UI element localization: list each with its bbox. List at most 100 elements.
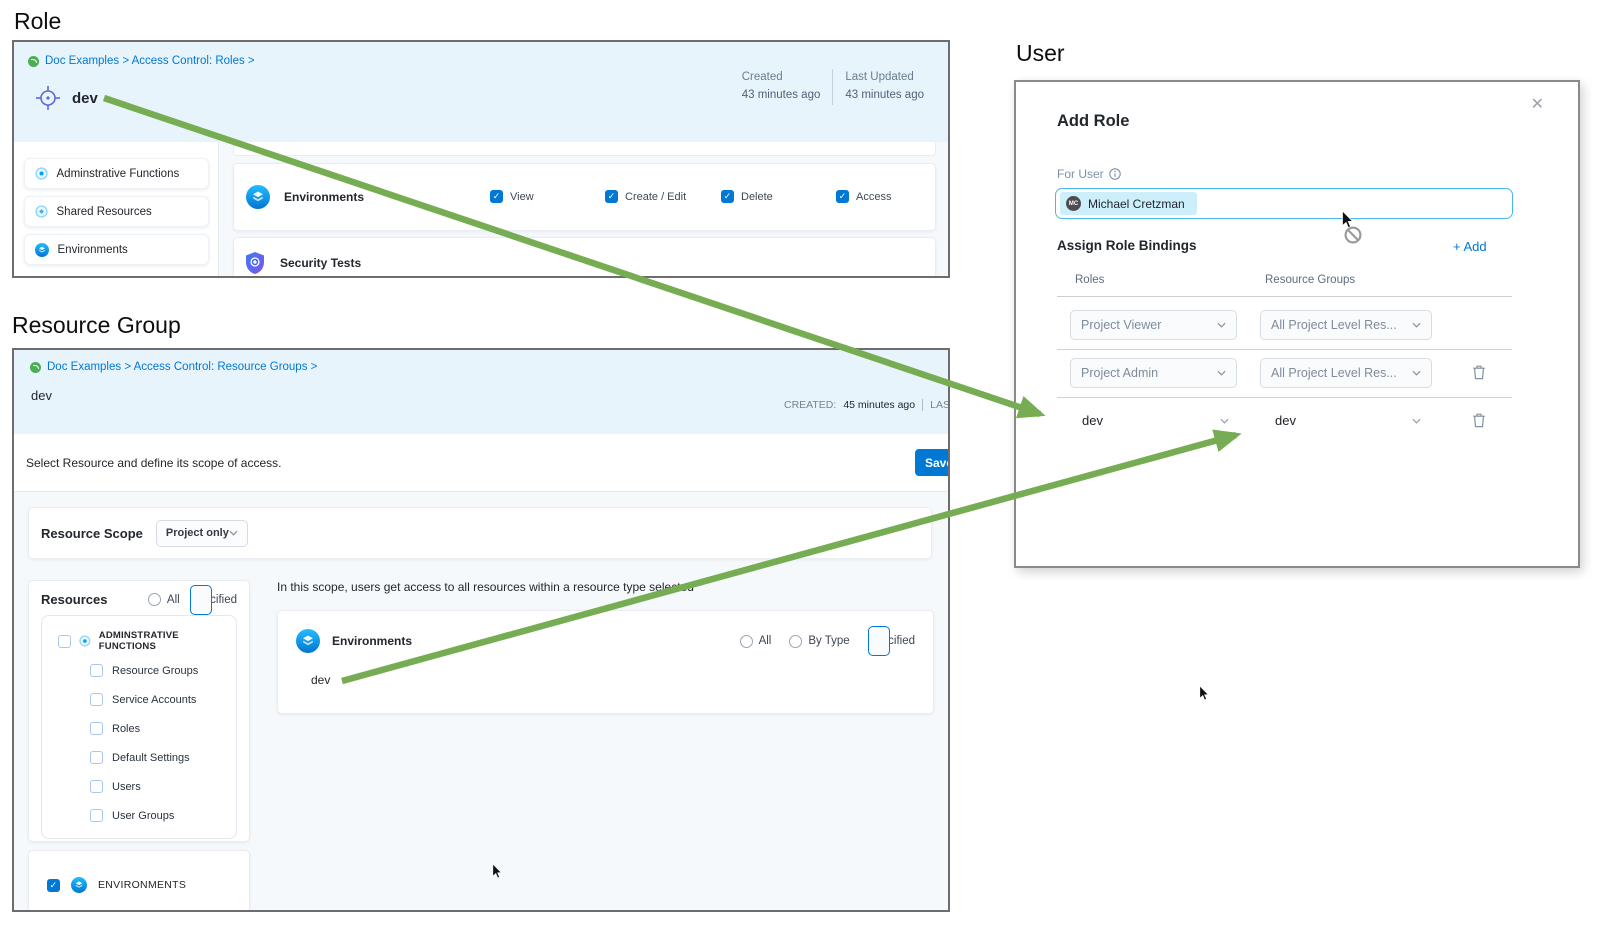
sidebar-item-administrative-functions[interactable]: Adminstrative Functions: [23, 158, 209, 189]
resources-all-radio[interactable]: All: [147, 593, 180, 606]
created-value: 45 minutes ago: [843, 399, 916, 411]
role-panel-body: Adminstrative Functions Shared Resources: [14, 142, 948, 276]
resource-scope-select[interactable]: Project only: [155, 519, 248, 547]
close-icon[interactable]: ✕: [1530, 96, 1544, 113]
tree-item-service-accounts[interactable]: Service Accounts: [42, 685, 236, 714]
permission-access: Access: [836, 190, 891, 203]
breadcrumb[interactable]: Doc Examples > Access Control: Roles >: [28, 55, 255, 67]
resource-group-meta: CREATED: 45 minutes ago LAST UPD: [784, 399, 948, 411]
environments-group-card[interactable]: ENVIRONMENTS: [28, 850, 250, 910]
create-edit-checkbox[interactable]: [605, 190, 618, 203]
tree-item-label: User Groups: [112, 809, 175, 822]
roles-column-header: Roles: [1075, 274, 1105, 286]
users-checkbox[interactable]: [90, 780, 103, 793]
environments-checkbox[interactable]: [47, 878, 60, 892]
chevron-down-icon: [1412, 370, 1421, 376]
for-user-label-row: For User: [1057, 167, 1121, 181]
radio-icon[interactable]: [867, 626, 890, 656]
tree-item-label: Users: [112, 780, 141, 793]
role-select-row3[interactable]: dev: [1082, 413, 1103, 428]
env-scope-all-radio[interactable]: All: [739, 634, 772, 648]
sidebar-item-environments[interactable]: Environments: [23, 234, 209, 265]
tree-item-roles[interactable]: Roles: [42, 714, 236, 743]
resources-specified-radio[interactable]: Specified: [189, 584, 237, 615]
tree-item-default-settings[interactable]: Default Settings: [42, 743, 236, 772]
security-tests-card: Security Tests: [233, 237, 936, 276]
user-chip[interactable]: MC Michael Cretzman: [1060, 192, 1197, 215]
shield-icon: [246, 252, 264, 274]
permission-label: Delete: [741, 190, 773, 203]
environments-icon: [246, 185, 270, 209]
tree-group-label: ADMINSTRATIVE FUNCTIONS: [98, 630, 179, 652]
breadcrumb-text[interactable]: Doc Examples > Access Control: Resource …: [47, 361, 318, 373]
tree-item-label: Default Settings: [112, 751, 190, 764]
user-groups-checkbox[interactable]: [90, 809, 103, 822]
resource-group-select-row2[interactable]: All Project Level Res...: [1260, 358, 1432, 388]
env-scope-specified-radio[interactable]: Specified: [867, 626, 915, 656]
chevron-down-icon[interactable]: [1412, 418, 1421, 424]
resource-group-header: Doc Examples > Access Control: Resource …: [14, 350, 948, 434]
permission-create-edit: Create / Edit: [605, 190, 686, 203]
roles-checkbox[interactable]: [90, 722, 103, 735]
permission-label: Create / Edit: [625, 190, 687, 203]
tree-item-resource-groups[interactable]: Resource Groups: [42, 656, 236, 685]
created-label: Created: [741, 71, 783, 83]
project-icon: [28, 55, 39, 67]
environments-icon: [34, 242, 49, 257]
scope-hint-text: In this scope, users get access to all r…: [277, 580, 694, 594]
role-title: dev: [72, 90, 98, 107]
permission-label: Access: [856, 190, 892, 203]
resource-group-content: Resource Scope Project only Resources Al…: [14, 492, 948, 910]
radio-icon[interactable]: [789, 634, 803, 648]
tree-group-administrative-functions[interactable]: ADMINSTRATIVE FUNCTIONS: [42, 626, 236, 656]
resource-group-panel: Doc Examples > Access Control: Resource …: [12, 348, 950, 912]
resources-card: Resources All Specified: [28, 580, 250, 842]
role-meta: Created 43 minutes ago Last Updated 43 m…: [730, 69, 936, 105]
resource-group-select-row3[interactable]: dev: [1275, 413, 1296, 428]
for-user-input[interactable]: MC Michael Cretzman: [1055, 188, 1513, 219]
project-icon: [30, 361, 41, 373]
role-select-row1[interactable]: Project Viewer: [1070, 310, 1237, 340]
target-icon: [36, 86, 60, 110]
tree-item-users[interactable]: Users: [42, 772, 236, 801]
default-settings-checkbox[interactable]: [90, 751, 103, 764]
tree-item-user-groups[interactable]: User Groups: [42, 801, 236, 830]
category-dot-icon: [79, 635, 91, 647]
resource-group-select-row1[interactable]: All Project Level Res...: [1260, 310, 1432, 340]
role-select-value: Project Viewer: [1081, 318, 1162, 332]
save-button[interactable]: Save: [915, 449, 948, 476]
permission-label: View: [510, 190, 534, 203]
access-checkbox[interactable]: [836, 190, 849, 203]
chevron-down-icon[interactable]: [1220, 418, 1229, 424]
category-dot-icon: [34, 205, 48, 218]
radio-icon[interactable]: [189, 584, 212, 615]
info-icon[interactable]: [1108, 168, 1121, 180]
service-accounts-checkbox[interactable]: [90, 693, 103, 706]
role-select-row2[interactable]: Project Admin: [1070, 358, 1237, 388]
environments-group-label: ENVIRONMENTS: [98, 879, 187, 891]
specified-environment-item[interactable]: dev: [311, 673, 331, 687]
sidebar-item-shared-resources[interactable]: Shared Resources: [23, 196, 209, 227]
view-checkbox[interactable]: [490, 190, 503, 203]
for-user-label: For User: [1057, 167, 1104, 181]
radio-icon[interactable]: [147, 593, 161, 606]
radio-icon[interactable]: [739, 634, 753, 648]
resource-groups-checkbox[interactable]: [90, 664, 103, 677]
delete-checkbox[interactable]: [721, 190, 734, 203]
sidebar-item-label: Environments: [57, 243, 128, 256]
trash-icon[interactable]: [1472, 364, 1486, 380]
administrative-functions-checkbox[interactable]: [58, 634, 71, 648]
resources-label: Resources: [41, 592, 108, 607]
chevron-down-icon: [229, 530, 238, 536]
trash-icon[interactable]: [1472, 412, 1486, 428]
user-name: Michael Cretzman: [1088, 196, 1185, 211]
breadcrumb-text[interactable]: Doc Examples > Access Control: Roles >: [45, 55, 255, 67]
created-value: 43 minutes ago: [741, 88, 821, 101]
breadcrumb[interactable]: Doc Examples > Access Control: Resource …: [30, 361, 317, 373]
resource-scope-label: Resource Scope: [41, 525, 143, 541]
updated-value: 43 minutes ago: [845, 88, 924, 101]
env-scope-by-type-radio[interactable]: By Type: [789, 634, 850, 648]
chevron-down-icon: [1217, 322, 1226, 328]
add-binding-button[interactable]: + Add: [1453, 239, 1487, 254]
radio-label: All: [758, 635, 772, 647]
